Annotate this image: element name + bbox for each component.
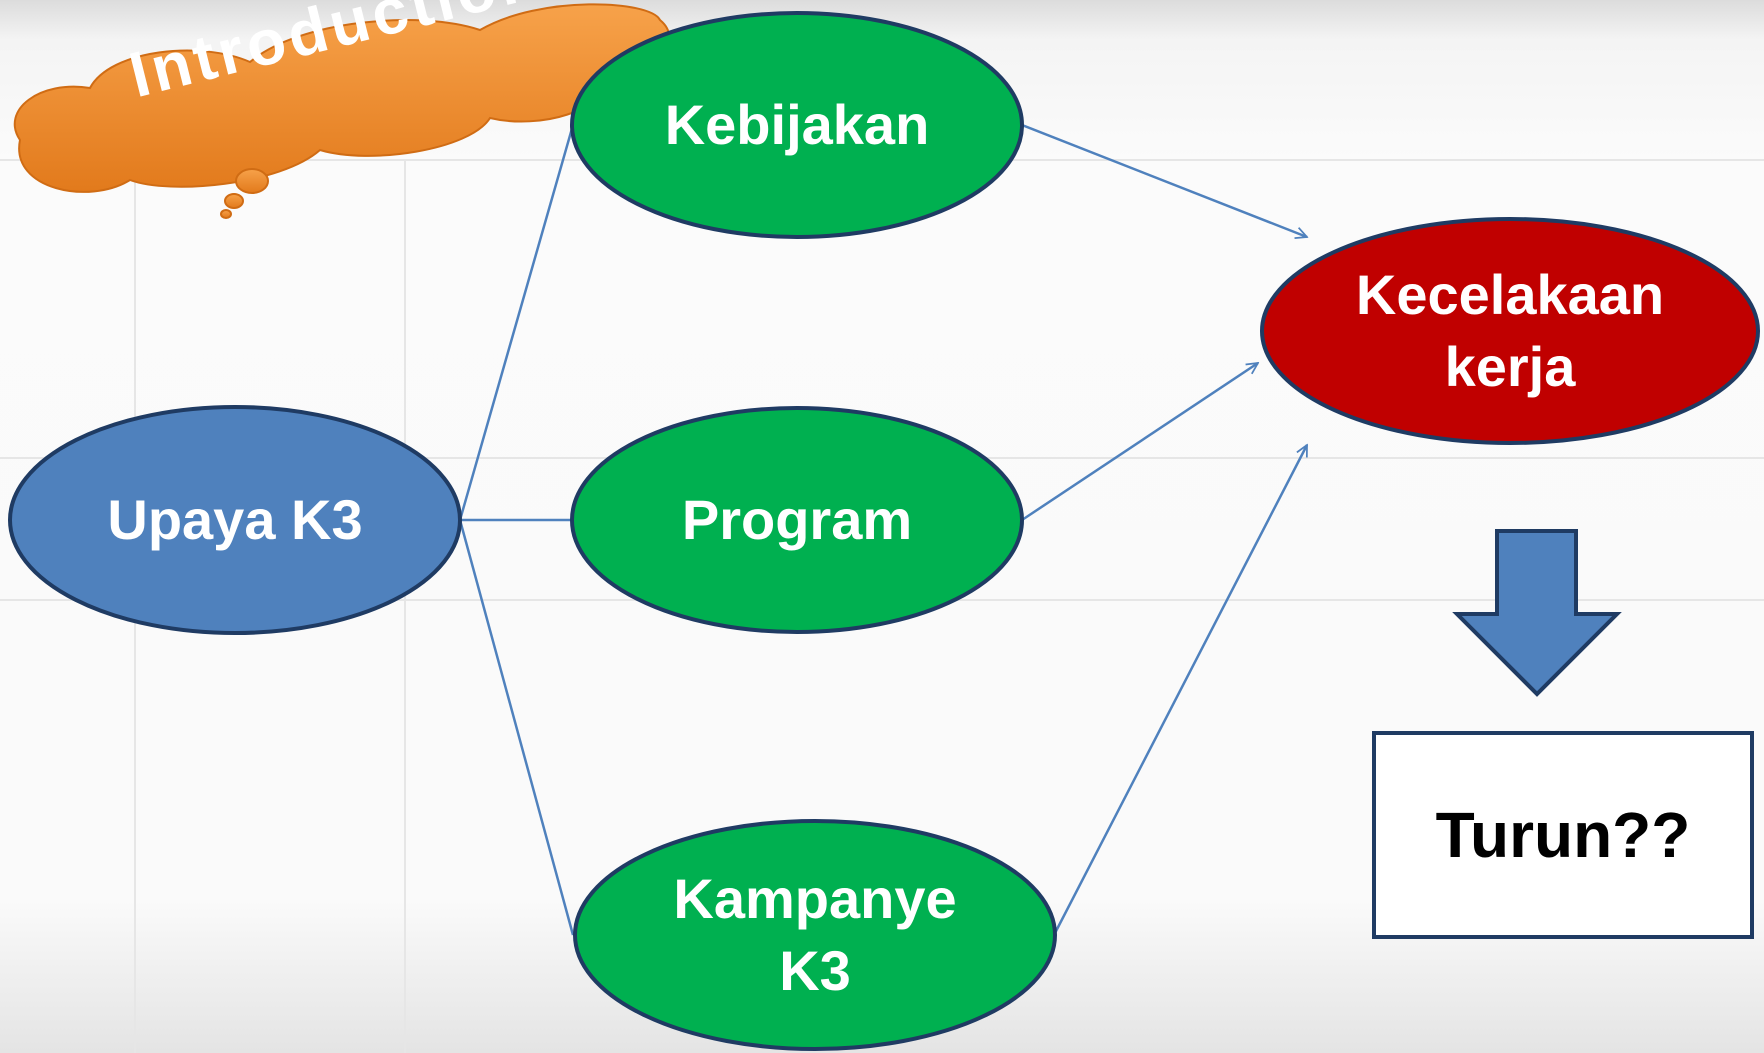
connector-upaya-kebijakan: [458, 124, 575, 521]
node-kebijakan: [570, 11, 1024, 239]
down-arrow-icon: [1452, 529, 1622, 697]
node-kecelakaan-kerja: [1260, 217, 1760, 445]
thought-cloud-icon: [13, 3, 670, 219]
result-label: Turun??: [1435, 799, 1691, 871]
connector-upaya-kampanye: [458, 519, 575, 936]
result-box: Turun??: [1372, 731, 1754, 939]
node-program: [570, 406, 1024, 634]
node-upaya-k3: [8, 405, 462, 635]
node-kampanye-k3: [573, 819, 1057, 1051]
arrow-kampanye-kecelakaan: [1052, 445, 1309, 936]
arrow-kebijakan-kecelakaan: [1021, 123, 1307, 237]
introduction-badge: Introduction: [0, 0, 700, 230]
arrow-program-kecelakaan: [1021, 363, 1258, 522]
